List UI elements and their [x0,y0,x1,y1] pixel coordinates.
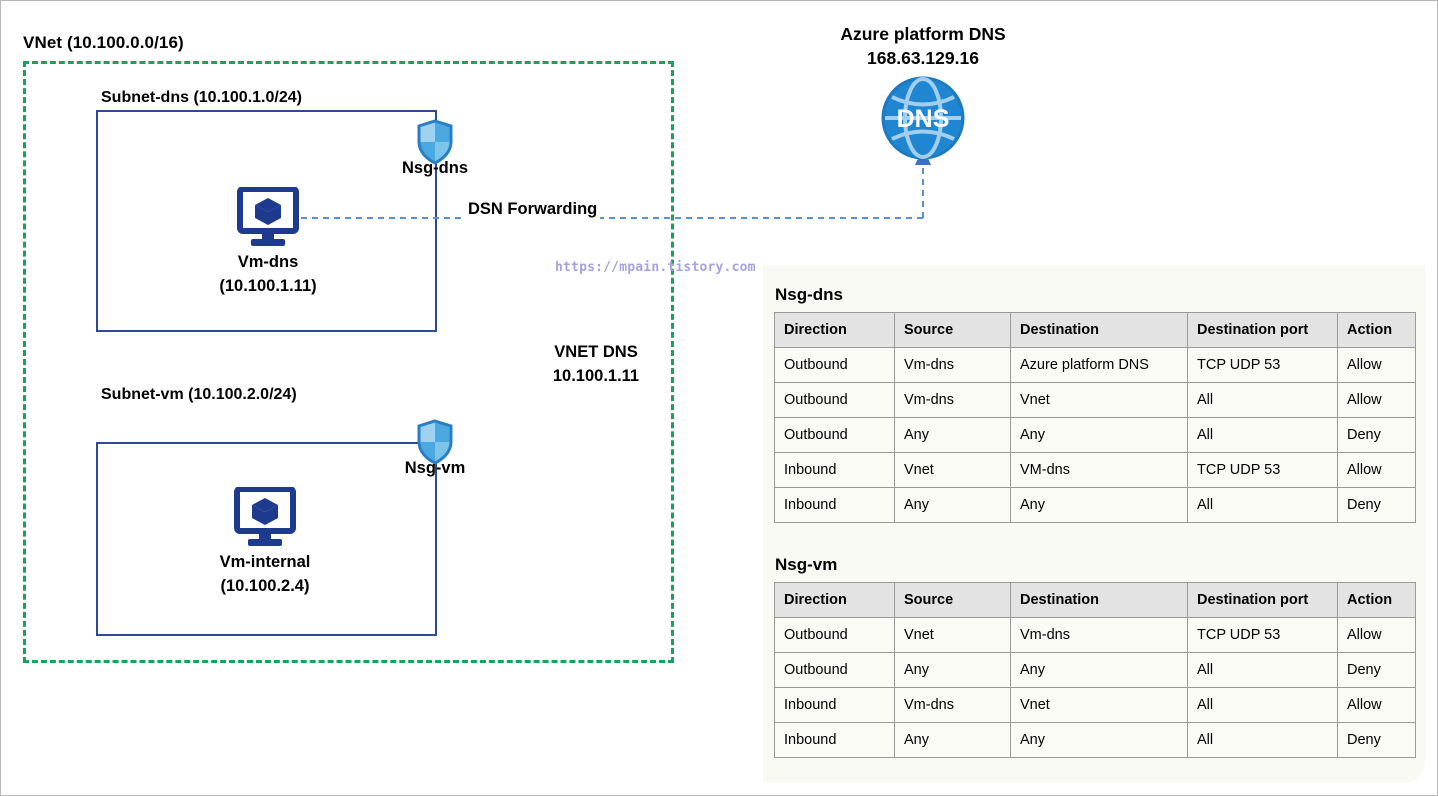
cell-destination: Vm-dns [1010,617,1188,653]
cell-action: Allow [1337,452,1416,488]
cell-direction: Inbound [774,687,895,723]
subnet-dns-label: Subnet-dns (10.100.1.0/24) [101,89,302,106]
cell-destination: Any [1010,417,1188,453]
vnet-dns-caption: VNET DNS 10.100.1.11 [498,341,694,389]
header-destination: Destination [1010,582,1188,618]
dns-globe-icon: DNS [823,74,1023,162]
header-destination-port: Destination port [1187,582,1338,618]
subnet-vm-box [96,442,437,636]
cell-action: Deny [1337,652,1416,688]
shield-icon [415,119,455,165]
cell-destination: Vnet [1010,687,1188,723]
cell-destination: Any [1010,487,1188,523]
vm-monitor-icon [165,486,365,549]
vm-internal-node: Vm-internal (10.100.2.4) [165,486,365,598]
cell-action: Deny [1337,722,1416,758]
cell-port: All [1187,652,1338,688]
cell-direction: Outbound [774,347,895,383]
vnet-boundary [23,61,674,663]
cell-destination: Azure platform DNS [1010,347,1188,383]
cell-direction: Outbound [774,617,895,653]
cell-action: Allow [1337,617,1416,653]
nsg-dns-table-title: Nsg-dns [775,285,843,304]
cell-action: Allow [1337,382,1416,418]
vnet-dns-ip: 10.100.1.11 [552,366,640,385]
watermark: https://mpain.tistory.com [555,260,756,275]
nsg-dns-label: Nsg-dns [402,159,468,177]
cell-destination: Any [1010,652,1188,688]
cell-source: Any [894,652,1011,688]
nsg-vm-label: Nsg-vm [404,459,466,477]
header-destination-port: Destination port [1187,312,1338,348]
vm-internal-name: Vm-internal [219,553,311,571]
cell-source: Vm-dns [894,382,1011,418]
shield-icon [415,419,455,465]
cell-action: Allow [1337,687,1416,723]
header-direction: Direction [774,312,895,348]
header-source: Source [894,582,1011,618]
nsg-dns-table: Direction Source Destination Destination… [774,312,1416,523]
cell-source: Any [894,722,1011,758]
cell-direction: Outbound [774,652,895,688]
cell-action: Deny [1337,417,1416,453]
cell-source: Vnet [894,617,1011,653]
cell-port: All [1187,382,1338,418]
azure-dns-title: Azure platform DNS [840,24,1006,44]
cell-direction: Inbound [774,452,895,488]
cell-destination: Any [1010,722,1188,758]
azure-platform-dns-node: Azure platform DNS 168.63.129.16 DNS [823,23,1023,162]
table-row: Inbound Vnet VM-dns TCP UDP 53 Allow [774,452,1416,488]
cell-source: Vm-dns [894,347,1011,383]
table-row: Outbound Any Any All Deny [774,652,1416,688]
header-action: Action [1337,312,1416,348]
table-row: Inbound Any Any All Deny [774,722,1416,758]
vm-internal-ip: (10.100.2.4) [220,577,310,596]
cell-source: Vm-dns [894,687,1011,723]
vnet-dns-title: VNET DNS [554,343,638,361]
cell-direction: Inbound [774,487,895,523]
table-row: Inbound Vm-dns Vnet All Allow [774,687,1416,723]
cell-port: All [1187,722,1338,758]
cell-destination: VM-dns [1010,452,1188,488]
cell-port: All [1187,487,1338,523]
table-row: Outbound Any Any All Deny [774,417,1416,453]
table-row: Outbound Vm-dns Azure platform DNS TCP U… [774,347,1416,383]
header-action: Action [1337,582,1416,618]
cell-action: Allow [1337,347,1416,383]
nsg-vm-table-title: Nsg-vm [775,555,838,574]
table-row: Inbound Any Any All Deny [774,487,1416,523]
cell-action: Deny [1337,487,1416,523]
vnet-label: VNet (10.100.0.0/16) [23,33,184,52]
subnet-dns-box [96,110,437,332]
cell-port: All [1187,417,1338,453]
cell-port: TCP UDP 53 [1187,452,1338,488]
cell-destination: Vnet [1010,382,1188,418]
vm-dns-ip: (10.100.1.11) [219,277,317,296]
cell-direction: Inbound [774,722,895,758]
vm-dns-name: Vm-dns [237,253,299,271]
header-destination: Destination [1010,312,1188,348]
cell-direction: Outbound [774,417,895,453]
azure-dns-ip: 168.63.129.16 [867,47,979,68]
table-header-row: Direction Source Destination Destination… [774,582,1416,618]
cell-source: Any [894,487,1011,523]
vm-dns-node: Vm-dns (10.100.1.11) [168,186,368,298]
cell-direction: Outbound [774,382,895,418]
cell-port: TCP UDP 53 [1187,347,1338,383]
cell-port: All [1187,687,1338,723]
cell-source: Vnet [894,452,1011,488]
dsn-forwarding-label: DSN Forwarding [465,200,601,219]
cell-port: TCP UDP 53 [1187,617,1338,653]
subnet-vm-label: Subnet-vm (10.100.2.0/24) [101,386,297,403]
header-source: Source [894,312,1011,348]
cell-source: Any [894,417,1011,453]
vm-monitor-icon [168,186,368,249]
header-direction: Direction [774,582,895,618]
dns-icon-text: DNS [897,105,950,133]
table-header-row: Direction Source Destination Destination… [774,312,1416,348]
table-row: Outbound Vm-dns Vnet All Allow [774,382,1416,418]
table-row: Outbound Vnet Vm-dns TCP UDP 53 Allow [774,617,1416,653]
nsg-vm-table: Direction Source Destination Destination… [774,582,1416,758]
